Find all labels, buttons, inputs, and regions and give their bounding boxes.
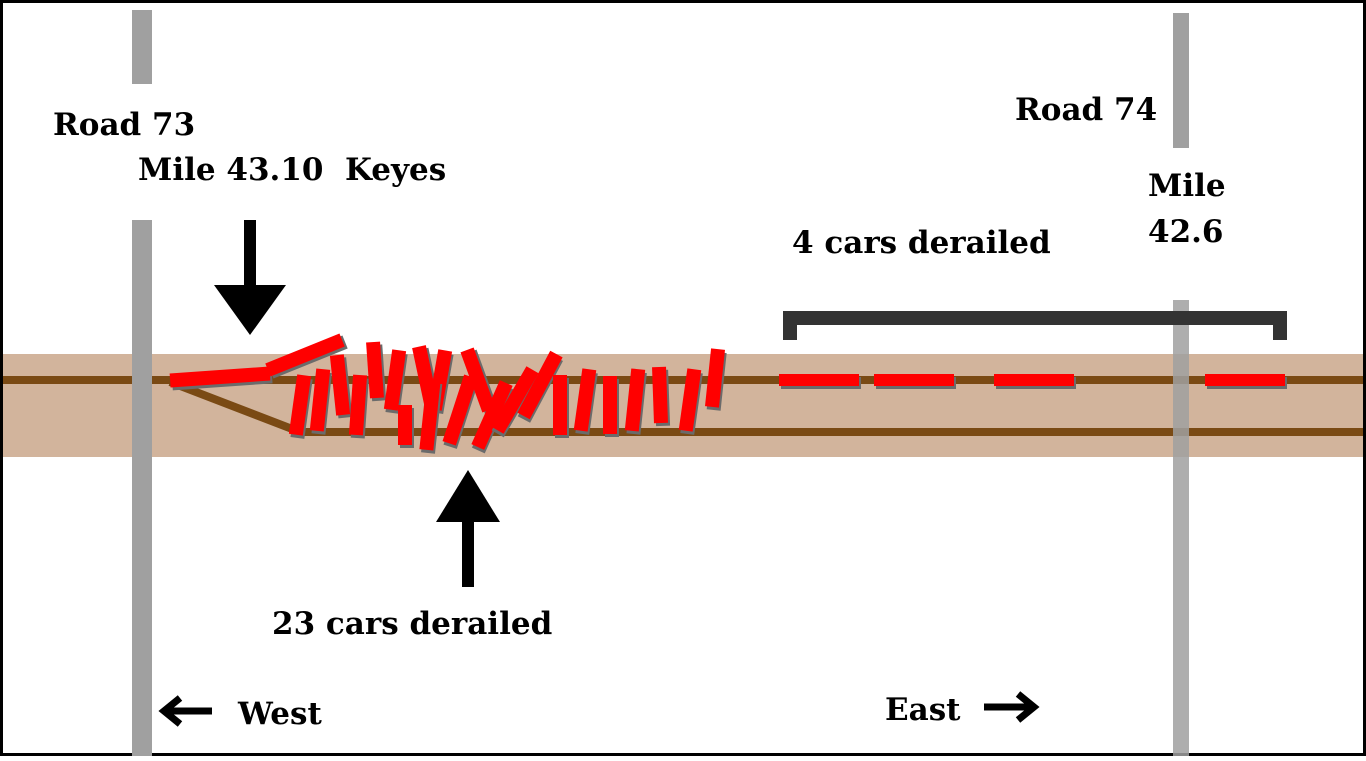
railcar <box>383 349 408 414</box>
road-73 <box>132 10 152 756</box>
railcar <box>603 376 619 437</box>
railcar <box>491 366 539 438</box>
railcar <box>573 368 598 435</box>
arrow-left-icon <box>158 695 212 727</box>
railcar <box>460 347 499 415</box>
arrow-down-icon <box>214 220 286 335</box>
railcar <box>309 368 332 435</box>
railcar <box>442 374 479 449</box>
railcar <box>624 368 647 435</box>
arrow-right-icon <box>984 691 1040 723</box>
road-74-segment-top <box>1173 13 1189 148</box>
railcar <box>994 374 1076 389</box>
railcar <box>779 374 861 389</box>
railcar <box>348 374 369 439</box>
railcar <box>1205 374 1287 389</box>
road-74-segment-bottom <box>1173 300 1189 756</box>
arrow-up-icon <box>436 470 500 587</box>
milepost-east-label-line2: 42.6 <box>1148 214 1224 250</box>
milepost-east-label-line1: Mile <box>1148 168 1226 204</box>
road-73-label: Road 73 <box>53 107 195 143</box>
east-group-bracket <box>783 311 1287 340</box>
railcar <box>288 374 313 439</box>
road-73-segment-top <box>132 10 152 84</box>
railcar <box>366 341 387 402</box>
railcar <box>169 366 273 391</box>
railcar <box>471 380 514 454</box>
east-group-label: 4 cars derailed <box>792 225 1051 261</box>
east-direction-label: East <box>885 692 961 728</box>
road-74 <box>1173 13 1189 756</box>
road-73-segment-bottom <box>132 220 152 756</box>
railcar <box>419 379 443 454</box>
road-74-label: Road 74 <box>1015 92 1157 128</box>
main-group-label: 23 cars derailed <box>272 606 552 642</box>
railcar <box>652 366 671 427</box>
milepost-west-label: Mile 43.10 Keyes <box>138 152 446 188</box>
railcar <box>398 405 414 448</box>
railcar <box>553 375 569 438</box>
west-direction-label: West <box>237 696 322 732</box>
railcar <box>705 348 727 411</box>
derailed-cars-east <box>779 374 1287 389</box>
railcar <box>678 368 703 435</box>
railcar <box>874 374 956 389</box>
railcar <box>265 333 348 379</box>
railcar <box>329 354 353 419</box>
railcar <box>517 350 563 423</box>
derailed-cars-main <box>169 333 727 454</box>
